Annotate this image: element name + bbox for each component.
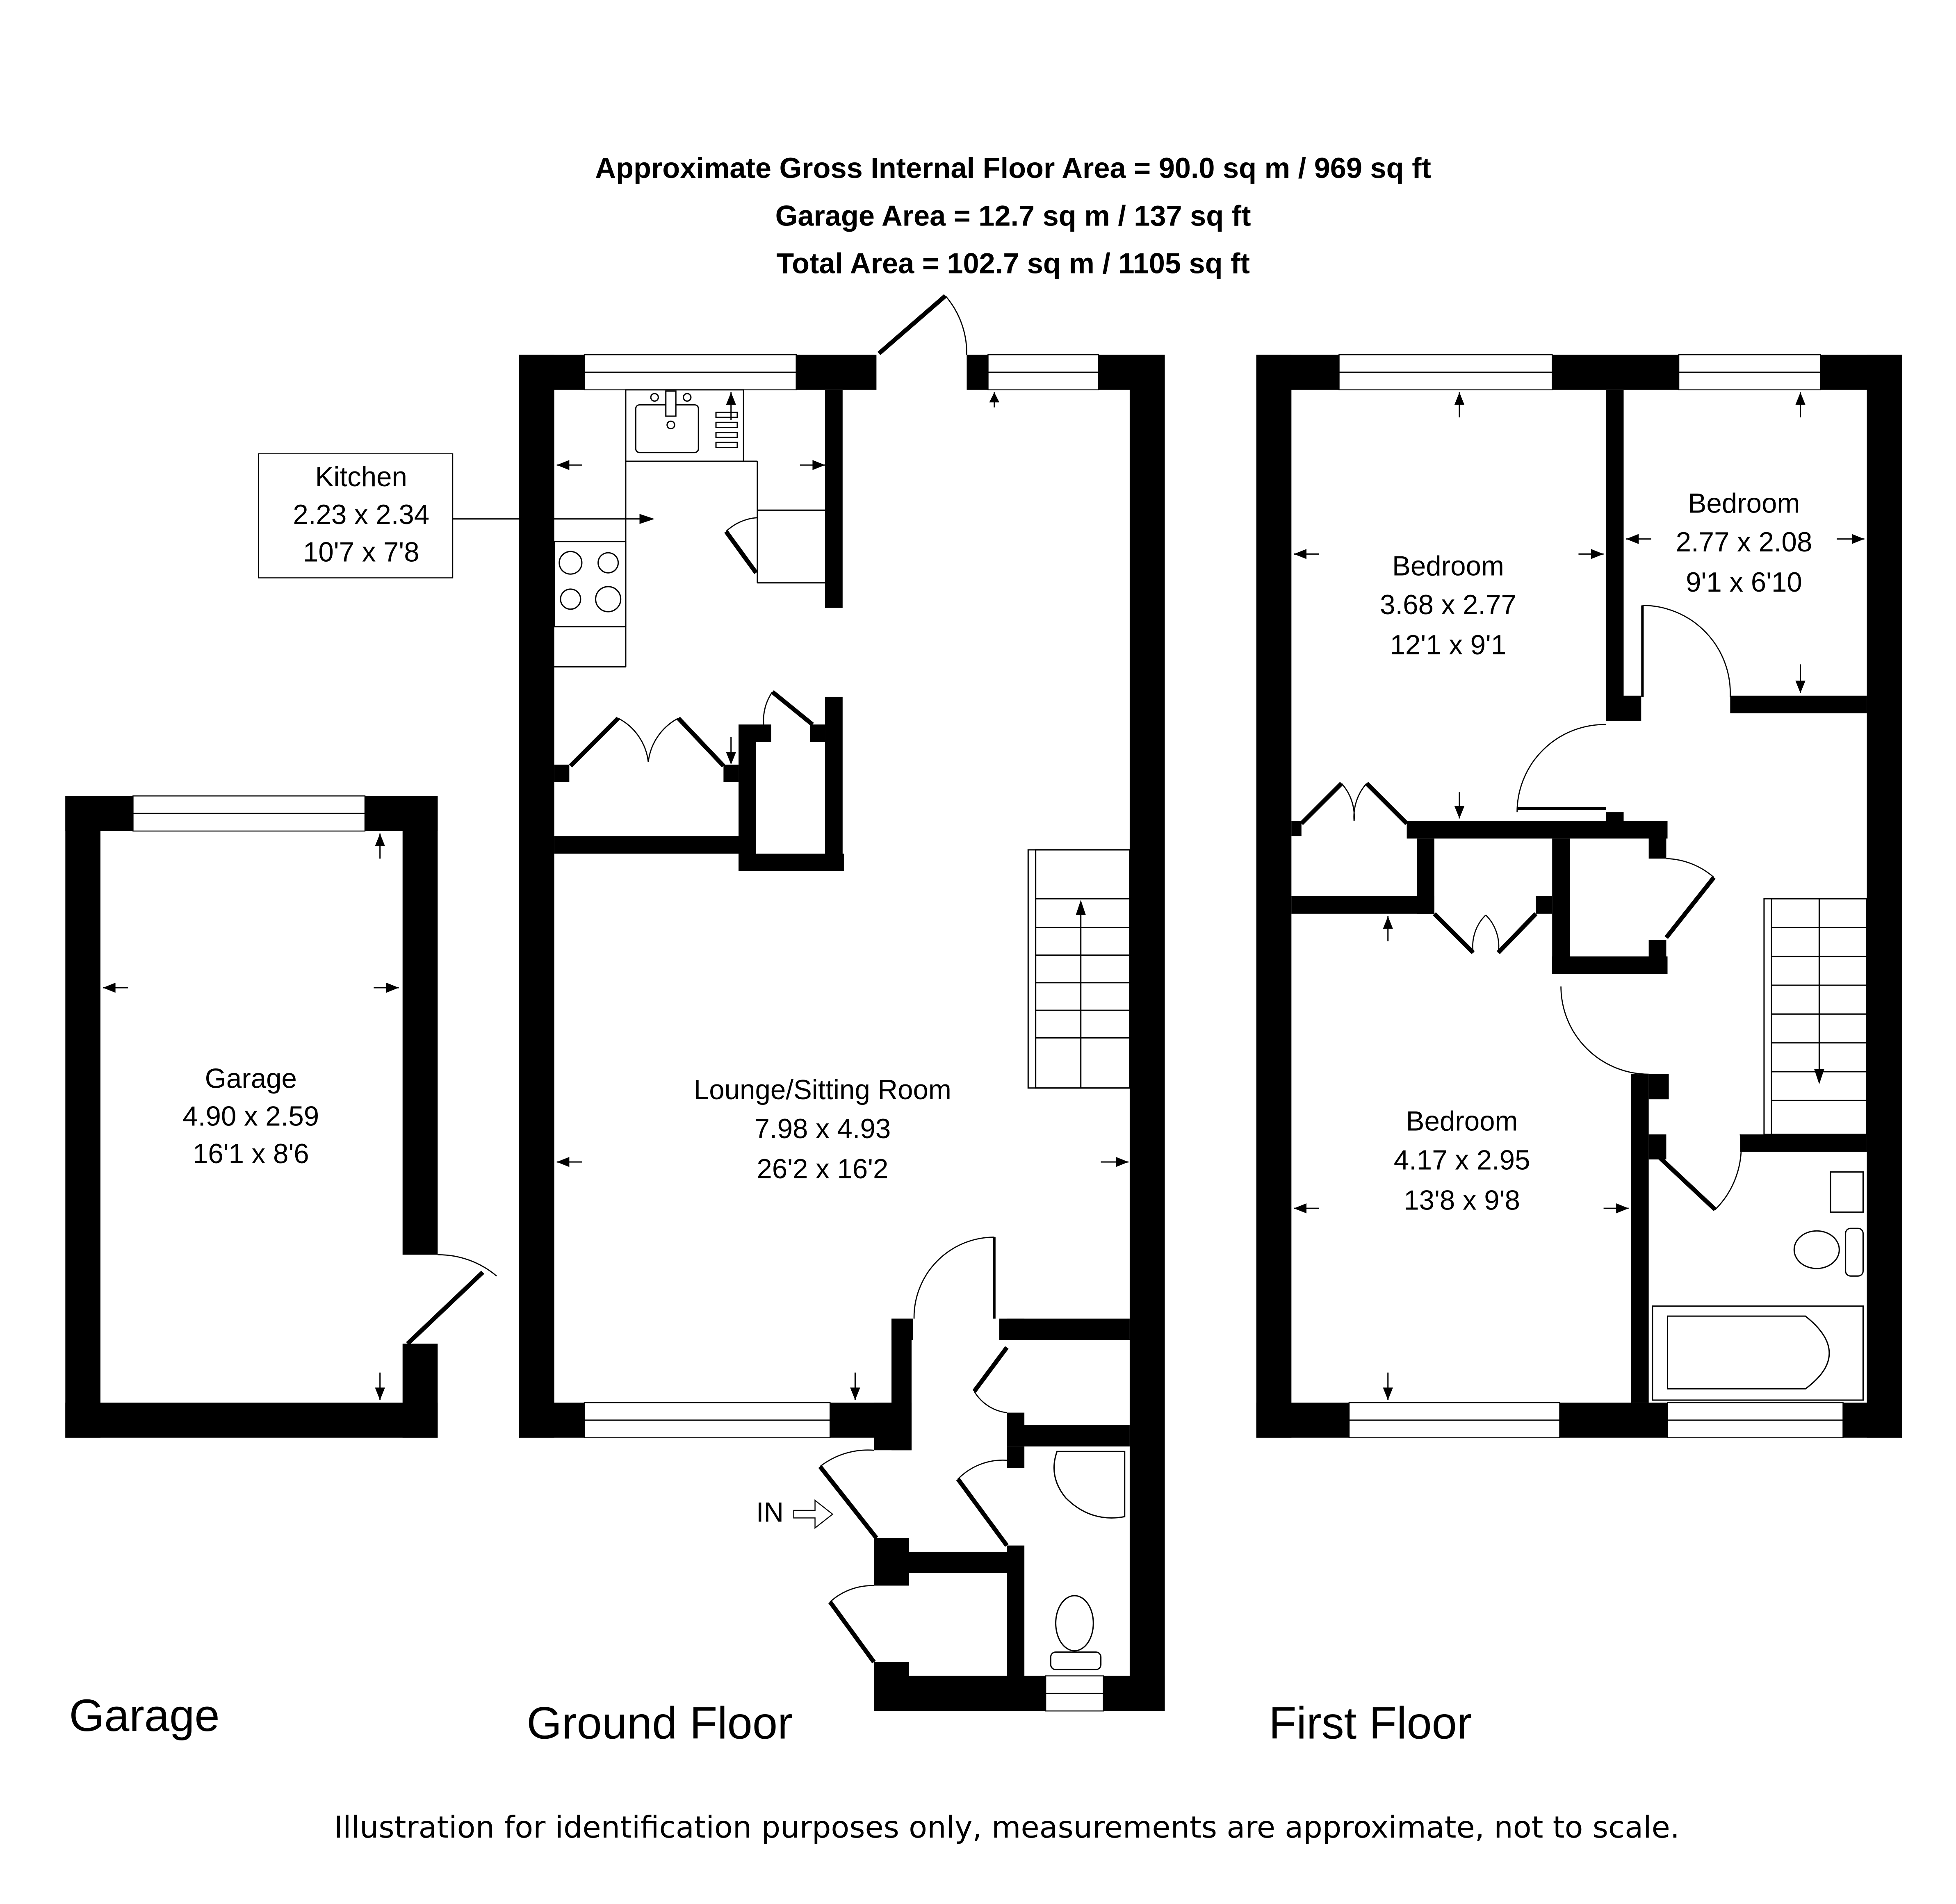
kitchen-room-name: Kitchen	[315, 462, 407, 492]
staircase	[1763, 898, 1868, 1135]
dimension-arrows	[1294, 392, 1865, 1400]
bathroom-fittings	[1652, 1171, 1864, 1401]
wall	[65, 796, 133, 831]
wall	[402, 1344, 438, 1438]
wall	[739, 724, 756, 871]
bedroom1-room-metric: 3.68 x 2.77	[1380, 590, 1516, 620]
bedroom3-room-imperial: 13'8 x 9'8	[1404, 1185, 1520, 1216]
garage-floor-label: Garage	[69, 1690, 219, 1741]
garage-area-text: Garage Area = 12.7 sq m / 137 sq ft	[775, 199, 1251, 232]
bedroom3-room-metric: 4.17 x 2.95	[1394, 1145, 1530, 1175]
kitchen-label-callout: Kitchen 2.23 x 2.34 10'7 x 7'8	[258, 453, 655, 578]
basin-icon	[1053, 1451, 1126, 1519]
cupboard-door	[724, 530, 758, 574]
lounge-room-name: Lounge/Sitting Room	[694, 1075, 951, 1105]
lounge-room-imperial: 26'2 x 16'2	[757, 1154, 888, 1184]
wall	[519, 355, 554, 1438]
bathroom-door	[1653, 1151, 1717, 1212]
hob-icon	[554, 541, 627, 628]
wall	[554, 836, 741, 854]
bedroom1-room-imperial: 12'1 x 9'1	[1390, 630, 1507, 660]
wall	[65, 1403, 438, 1438]
garage-plan: Garage 4.90 x 2.59 16'1 x 8'6	[65, 795, 497, 1438]
staircase	[1027, 849, 1131, 1089]
wall	[1129, 355, 1165, 1711]
entrance-indicator: IN	[756, 1497, 834, 1529]
front-door	[818, 1465, 878, 1540]
kitchen-fittings	[554, 389, 825, 667]
bedroom3-room-name: Bedroom	[1406, 1106, 1518, 1137]
kitchen-room-imperial: 10'7 x 7'8	[303, 537, 419, 568]
wc-fittings	[1050, 1451, 1126, 1670]
lounge-room-metric: 7.98 x 4.93	[755, 1114, 891, 1144]
wall	[796, 355, 877, 390]
ground-floor-label: Ground Floor	[527, 1698, 792, 1748]
total-area-text: Total Area = 102.7 sq m / 1105 sq ft	[776, 247, 1250, 279]
gross-internal-area-text: Approximate Gross Internal Floor Area = …	[595, 152, 1431, 184]
bedroom2-room-imperial: 9'1 x 6'10	[1686, 567, 1802, 598]
garage-room-metric: 4.90 x 2.59	[182, 1101, 319, 1132]
bedroom2-room-name: Bedroom	[1688, 488, 1800, 519]
garage-room-imperial: 16'1 x 8'6	[193, 1139, 309, 1169]
entrance-label: IN	[756, 1497, 784, 1528]
entrance-arrow-icon	[793, 1499, 834, 1529]
wall	[554, 764, 570, 782]
bedroom1-room-name: Bedroom	[1392, 551, 1504, 581]
wall	[519, 355, 585, 390]
wall	[65, 796, 100, 1438]
wall	[825, 389, 843, 608]
dimension-arrows	[556, 392, 999, 470]
wall	[402, 796, 438, 1255]
wall	[723, 764, 739, 782]
first-floor-label: First Floor	[1269, 1698, 1472, 1748]
ground-floor-plan: Kitchen 2.23 x 2.34 10'7 x 7'8	[258, 294, 1165, 1748]
sink-unit	[625, 389, 744, 462]
bedroom2-room-metric: 2.77 x 2.08	[1676, 527, 1812, 558]
wall	[825, 697, 843, 871]
basin-icon	[1830, 1171, 1864, 1213]
first-floor-plan: Bedroom 3.68 x 2.77 12'1 x 9'1 Bedroom 2…	[1256, 354, 1902, 1748]
back-door	[877, 294, 947, 355]
garage-room-name: Garage	[205, 1064, 297, 1094]
side-door	[406, 1271, 485, 1346]
dimension-arrows	[556, 1157, 1128, 1400]
area-summary: Approximate Gross Internal Floor Area = …	[595, 152, 1431, 279]
toilet-icon	[1793, 1230, 1840, 1269]
toilet-icon	[1055, 1595, 1094, 1651]
disclaimer-text: Illustration for identification purposes…	[334, 1810, 1680, 1845]
wall	[967, 355, 988, 390]
kitchen-room-metric: 2.23 x 2.34	[293, 499, 429, 530]
bath-icon	[1652, 1305, 1864, 1401]
dimension-arrows	[103, 834, 399, 1400]
